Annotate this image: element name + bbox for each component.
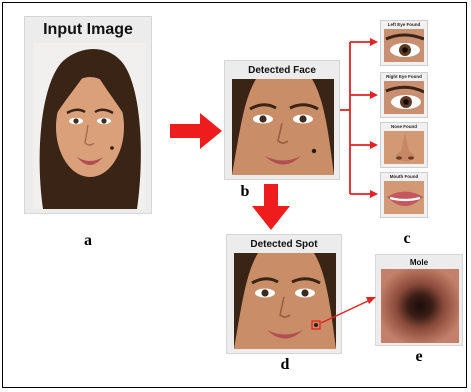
arrow-spot-to-mole bbox=[321, 300, 370, 323]
arrow-face-to-spot bbox=[252, 184, 290, 230]
feature-branch-arrowheads bbox=[370, 38, 378, 198]
arrow-input-to-face bbox=[170, 113, 222, 149]
arrow-spot-to-mole-head bbox=[366, 297, 376, 304]
feature-branch-arrows bbox=[340, 42, 372, 194]
